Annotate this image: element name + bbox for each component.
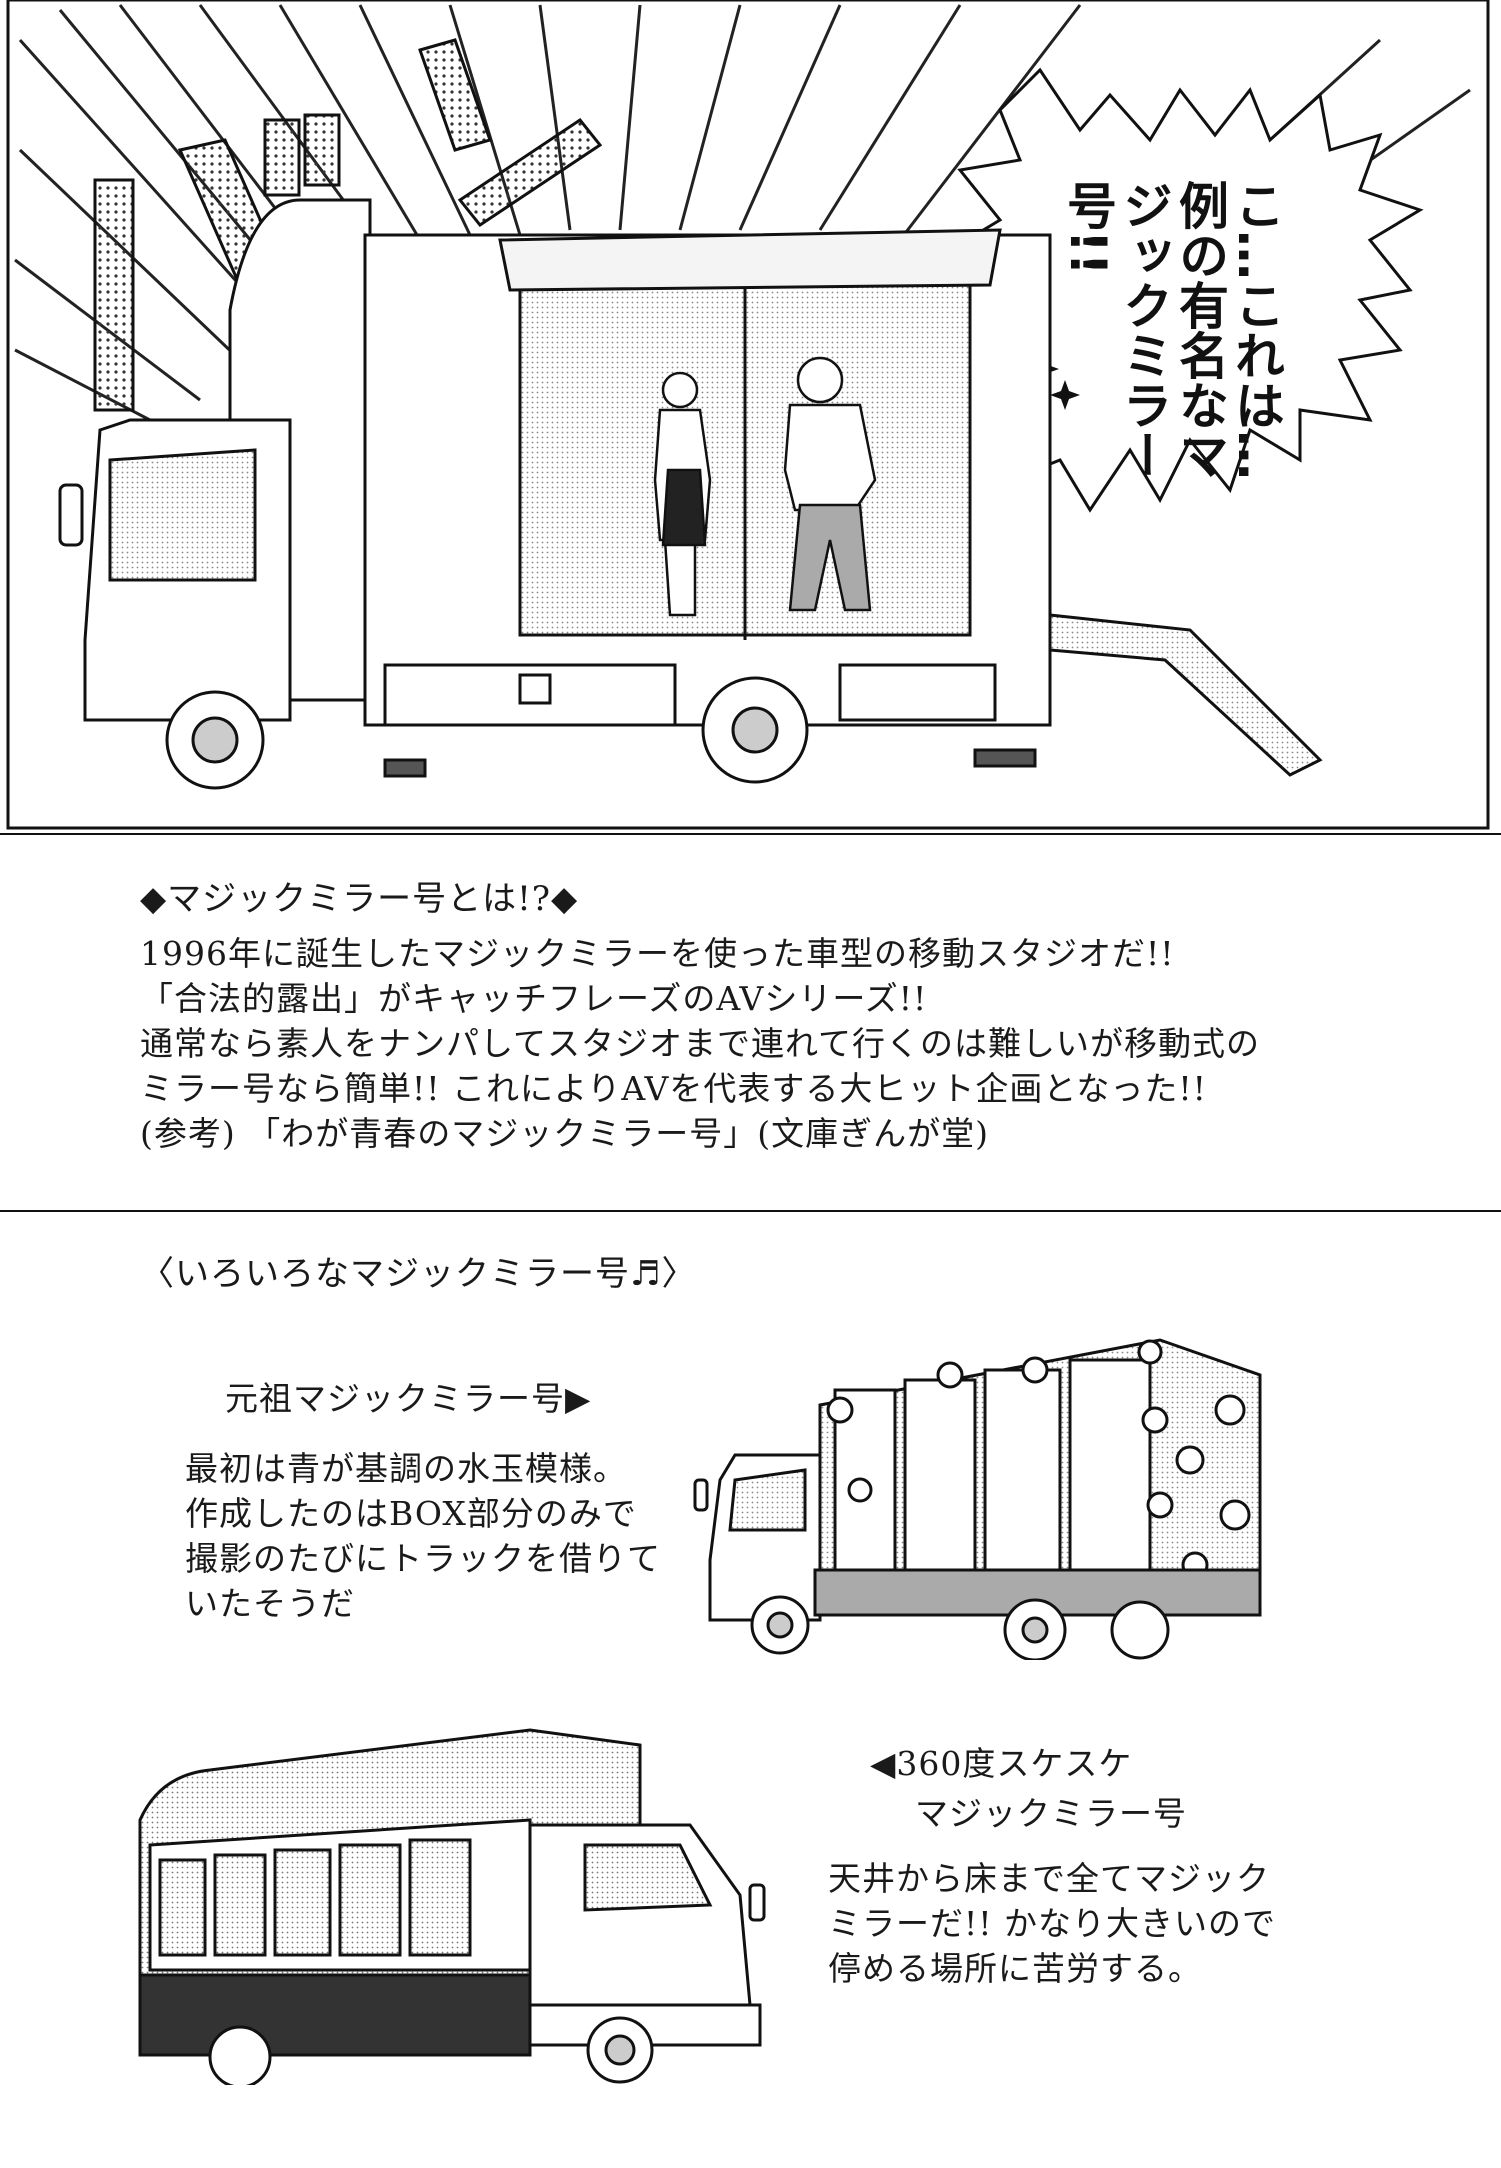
info-line: (参考) 「わが青春のマジックミラー号」(文庫ぎんが堂)	[140, 1114, 989, 1153]
figures	[653, 356, 877, 617]
info-line: 1996年に誕生したマジックミラーを使った車型の移動スタジオだ!!	[140, 934, 1175, 973]
divider-top	[0, 833, 1501, 835]
see-through-line: 天井から床まで全てマジック	[828, 1859, 1270, 1898]
variants-heading: 〈いろいろなマジックミラー号♬〉	[140, 1254, 697, 1294]
see-through-line: 停める場所に苦労する。	[828, 1949, 1202, 1988]
info-line: 通常なら素人をナンパしてスタジオまで連れて行くのは難しいが移動式の	[140, 1024, 1261, 1063]
info-line: 「合法的露出」がキャッチフレーズのAVシリーズ!!	[140, 979, 928, 1018]
divider-middle	[0, 1210, 1501, 1212]
see-through-truck-illustration	[138, 1728, 766, 2085]
manga-panel-top: こ…これは…例の有名なマジックミラー号!!	[0, 0, 1501, 830]
original-line: 最初は青が基調の水玉模様。	[185, 1449, 627, 1488]
original-title: 元祖マジックミラー号▶	[225, 1379, 592, 1418]
truck-illustration	[58, 198, 1323, 790]
see-through-line: ミラーだ!! かなり大きいので	[828, 1904, 1277, 1943]
original-line: いたそうだ	[185, 1584, 355, 1623]
see-through-title-line2: マジックミラー号	[915, 1794, 1187, 1833]
original-line: 作成したのはBOX部分のみで	[185, 1494, 637, 1533]
info-heading: ◆マジックミラー号とは!?◆	[140, 879, 579, 919]
original-line: 撮影のたびにトラックを借りて	[185, 1539, 661, 1578]
manga-illustration	[6, 0, 1490, 830]
see-through-title-line1: ◀360度スケスケ	[870, 1744, 1133, 1783]
speech-bubble-text: こ…これは…例の有名なマジックミラー号!!	[1059, 180, 1285, 480]
original-truck-illustration	[693, 1338, 1262, 1660]
info-line: ミラー号なら簡単!! これによりAVを代表する大ヒット企画となった!!	[140, 1069, 1207, 1108]
